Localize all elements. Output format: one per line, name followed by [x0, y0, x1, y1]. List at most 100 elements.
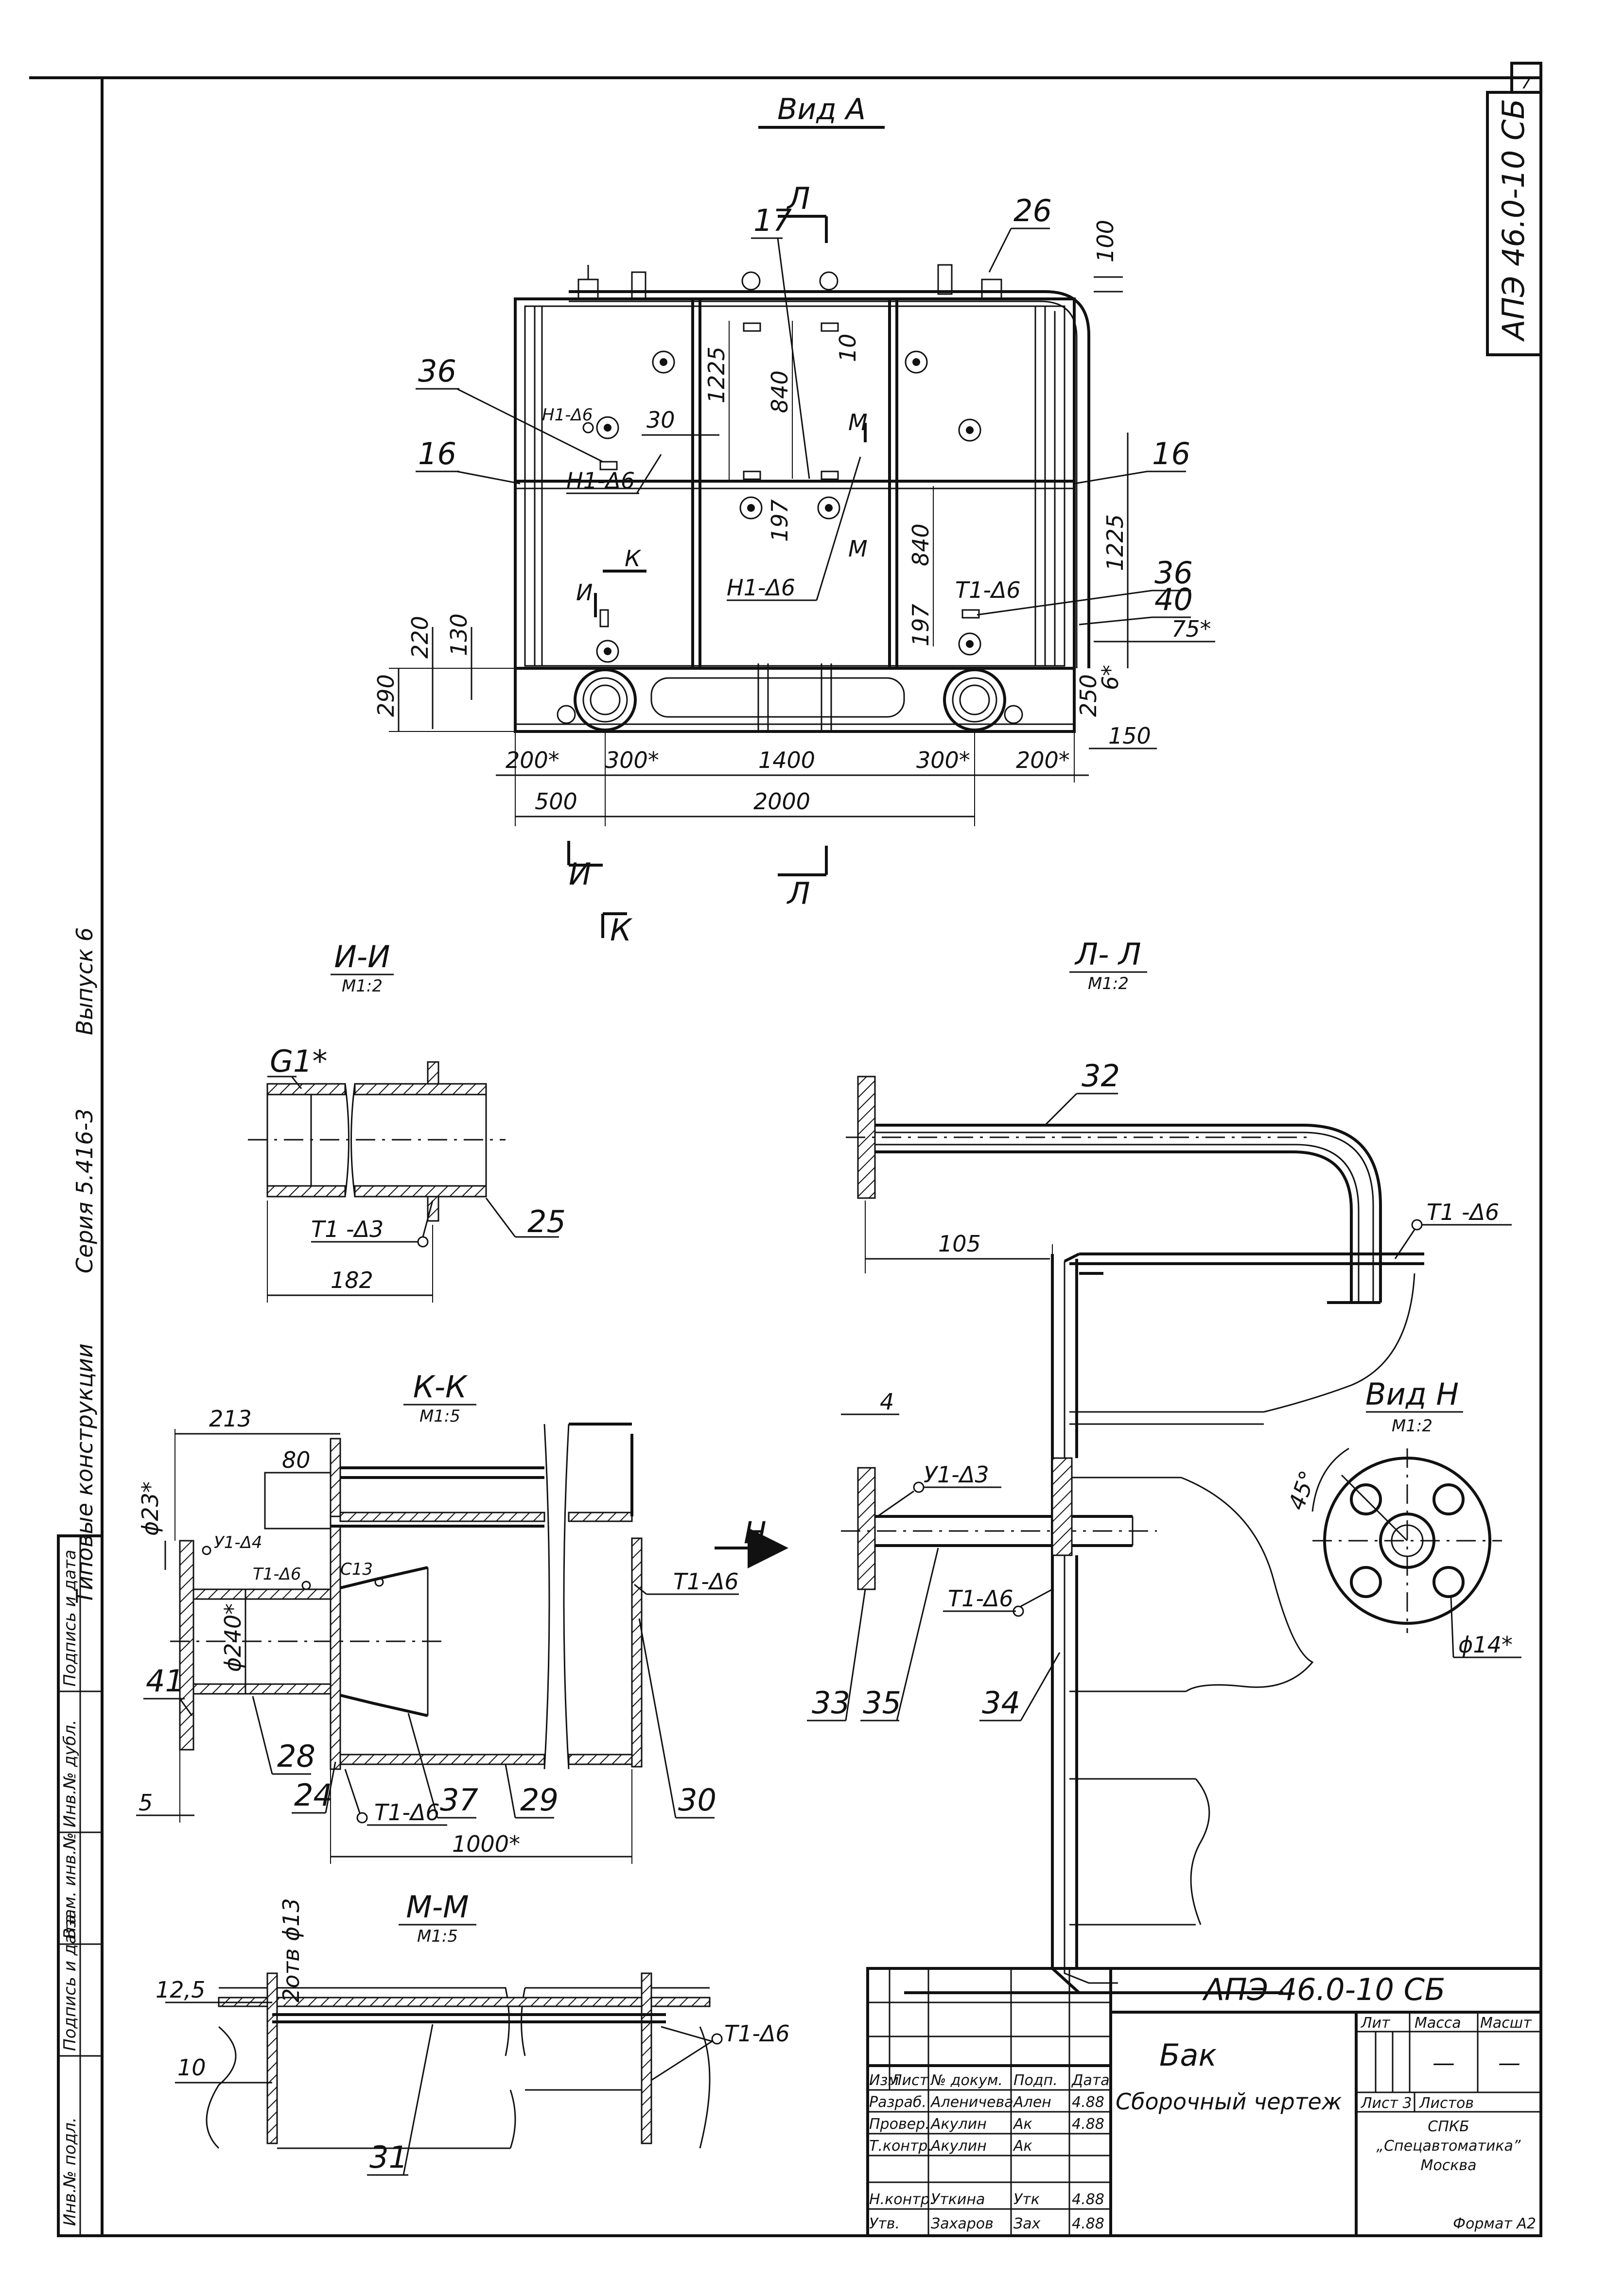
callout-17: 17	[753, 203, 792, 238]
dim-30: 30	[646, 407, 675, 433]
tb-col-list: Лист	[891, 2072, 929, 2089]
cut-k-bottom: К	[610, 912, 633, 948]
callout-75: 75*	[1171, 616, 1211, 642]
section-kk-scale: М1:5	[419, 1407, 460, 1426]
dim-840-a: 840	[767, 370, 793, 413]
section-m-m: М-М М1:5 12,5 2отв ϕ13 10 Т1-Δ6 31	[156, 1889, 790, 2176]
view-a-cuts: Л Л М М К К И И	[567, 181, 868, 948]
tb-name: Бак	[1159, 2037, 1217, 2073]
sheet-frame: 7 АПЭ 46.0-10 СБ	[29, 62, 1542, 2237]
weld-ll-top: Т1 -Δ6	[1427, 1199, 1499, 1225]
weld-h1-small: Н1-Δ6	[542, 405, 593, 425]
tb-row-sign: Ален	[1013, 2094, 1051, 2111]
tb-row-name: Уткина	[931, 2191, 985, 2208]
dim-197-b: 197	[908, 604, 934, 646]
dim-197-a: 197	[767, 499, 793, 542]
callout-34: 34	[982, 1685, 1020, 1721]
weld-h1-center: Н1-Δ6	[727, 574, 795, 601]
brackets	[599, 322, 980, 627]
side-margin: Выпуск 6 Серия 5.416-3 Типовые конструкц…	[71, 927, 98, 1604]
weld-ll-u1: У1-Δ3	[924, 1461, 989, 1488]
tb-format: Формат А2	[1453, 2215, 1536, 2232]
tb-col-doc: № докум.	[930, 2072, 1003, 2089]
view-a-dims: 100 1225 840 10 30 197 840 1225 197 220 …	[373, 220, 1157, 826]
tb-org-2: „Спецавтоматика”	[1377, 2138, 1521, 2155]
callout-26: 26	[1013, 193, 1052, 228]
strip-sign-date-1: Подпись и дата	[60, 1914, 80, 2051]
callout-40: 40	[1154, 582, 1193, 617]
dim-2-holes: 2отв ϕ13	[278, 1898, 304, 2002]
tb-row-role: Утв.	[869, 2215, 900, 2232]
cut-m-bottom: М	[848, 536, 868, 562]
tb-mass-value: —	[1432, 2050, 1455, 2076]
cut-i-top: И	[576, 579, 593, 606]
strip-inv-podl: Инв.№ подл.	[60, 2117, 80, 2226]
tb-sheets: Листов	[1419, 2095, 1474, 2112]
callout-24: 24	[294, 1777, 332, 1813]
dim-130: 130	[446, 613, 472, 656]
view-a-title: Вид А	[777, 92, 866, 126]
tb-row-sign: Ак	[1013, 2138, 1032, 2155]
section-l-l: Л- Л М1:2	[807, 937, 1512, 1994]
dim-23: ϕ23*	[137, 1481, 163, 1536]
dim-80: 80	[282, 1447, 311, 1473]
tb-row-role: Н.контр.	[869, 2191, 934, 2208]
weld-ll-t1: Т1-Δ6	[948, 1585, 1013, 1612]
weld-kk-t1-top: Т1-Δ6	[253, 1565, 301, 1584]
tb-row-name: Захаров	[931, 2215, 994, 2232]
tb-col-izm: Изм	[869, 2072, 899, 2089]
section-i-i: И-И М1:2 G1* Т1 -Δ3 25 182	[248, 939, 566, 1303]
section-ii-scale: М1:2	[342, 976, 383, 996]
dim-6: 6*	[1097, 665, 1123, 690]
weld-kk-t1-bottom: Т1-Δ6	[374, 1799, 440, 1826]
callout-32: 32	[1082, 1058, 1120, 1094]
angle-45: 45°	[1283, 1467, 1322, 1513]
tb-col-sign: Подп.	[1013, 2072, 1058, 2089]
dim-1400: 1400	[758, 747, 815, 773]
tb-lit: Лит	[1361, 2015, 1391, 2032]
section-k-k: К-К М1:5 Н 213	[136, 1369, 788, 1864]
dim-213: 213	[209, 1406, 252, 1432]
dim-10: 10	[835, 333, 861, 362]
strip-sign-date-2: Подпись и дата	[60, 1549, 80, 1687]
tb-row-role: Т.контр.	[869, 2138, 932, 2155]
view-a: Вид А	[373, 92, 1215, 948]
dim-290: 290	[373, 674, 399, 717]
callout-30: 30	[678, 1782, 716, 1818]
weld-h1-left: Н1-Δ6	[566, 468, 635, 494]
callout-16-left: 16	[418, 436, 456, 471]
tb-row-name: Аленичева	[930, 2094, 1013, 2111]
tb-row-sign: Утк	[1013, 2191, 1040, 2208]
dim-105: 105	[938, 1231, 981, 1257]
callout-29: 29	[520, 1782, 559, 1818]
tb-scale: Масшт	[1480, 2015, 1532, 2032]
view-n: Вид Н М1:2 45° ϕ14*	[1283, 1376, 1521, 1658]
hole-14: ϕ14*	[1458, 1632, 1513, 1658]
sheet-number: 7	[1521, 73, 1532, 93]
callout-35: 35	[863, 1685, 901, 1721]
tb-scale-value: —	[1498, 2050, 1520, 2076]
cut-l-top: Л	[786, 181, 810, 216]
dim-220: 220	[407, 616, 433, 659]
section-ii-title: И-И	[334, 939, 390, 974]
tb-doc-type: Сборочный чертеж	[1116, 2088, 1342, 2115]
weld-mm: Т1-Δ6	[724, 2020, 790, 2047]
tb-row-date: 4.88	[1072, 2215, 1104, 2232]
dim-200-a: 200*	[506, 747, 559, 773]
dim-200-b: 200*	[1016, 747, 1070, 773]
dim-1225-b: 1225	[1102, 514, 1128, 571]
callout-16-right: 16	[1152, 436, 1190, 471]
dim-182: 182	[331, 1267, 373, 1293]
top-fittings	[577, 264, 1002, 300]
weld-kk-c13: С13	[340, 1560, 373, 1579]
tb-row-name: Акулин	[930, 2138, 987, 2155]
tb-sheet: Лист 3	[1361, 2095, 1412, 2112]
dim-1225-a: 1225	[703, 347, 730, 403]
tb-row-sign: Ак	[1013, 2116, 1032, 2133]
weld-kk-u1: У1-Δ4	[214, 1533, 262, 1552]
series-label: Серия 5.416-3	[71, 1109, 98, 1273]
callout-37: 37	[440, 1782, 478, 1818]
dim-12-5: 12,5	[156, 1977, 205, 2003]
tb-mass: Масса	[1415, 2015, 1461, 2032]
